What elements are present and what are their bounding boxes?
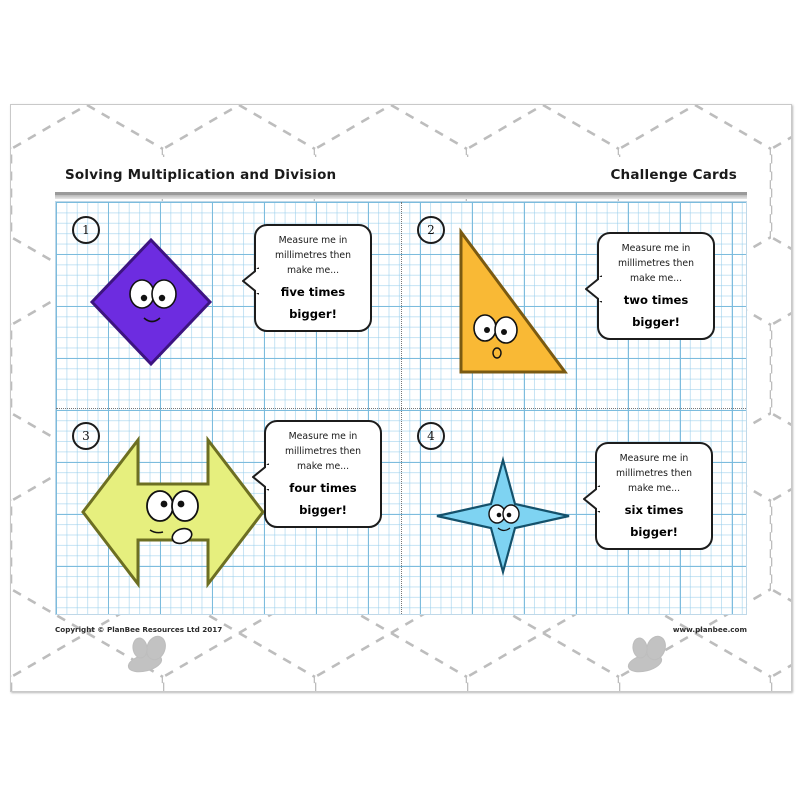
prompt-line-2: millimetres then bbox=[274, 250, 352, 261]
prompt-line-1: Measure me in bbox=[619, 453, 689, 464]
answer-line-2: bigger! bbox=[632, 315, 680, 329]
prompt-line-1: Measure me in bbox=[621, 243, 691, 254]
header-right-label: Challenge Cards bbox=[610, 166, 737, 183]
prompt-line-3: make me... bbox=[296, 461, 350, 472]
card-number: 1 bbox=[72, 216, 100, 244]
challenge-card[interactable]: 3 bbox=[56, 408, 401, 614]
challenge-cards-grid: 1 bbox=[55, 201, 747, 615]
answer-line-2: bigger! bbox=[289, 307, 337, 321]
answer-line-1: five times bbox=[280, 285, 346, 299]
diamond-shape bbox=[86, 232, 216, 372]
bee-icon bbox=[627, 635, 666, 673]
prompt-line-1: Measure me in bbox=[278, 235, 348, 246]
card-number: 3 bbox=[72, 422, 100, 450]
bubble-tail-icon bbox=[585, 275, 602, 303]
copyright-text: Copyright © PlanBee Resources Ltd 2017 bbox=[55, 624, 223, 634]
prompt-line-2: millimetres then bbox=[284, 446, 362, 457]
prompt-line-3: make me... bbox=[629, 273, 683, 284]
speech-bubble: Measure me in millimetres then make me..… bbox=[583, 442, 713, 550]
prompt-line-3: make me... bbox=[627, 483, 681, 494]
prompt-line-3: make me... bbox=[286, 265, 340, 276]
double-arrow-shape bbox=[78, 432, 268, 592]
worksheet-footer: Copyright © PlanBee Resources Ltd 2017 w… bbox=[55, 621, 747, 637]
challenge-card[interactable]: 1 bbox=[56, 202, 401, 408]
card-number: 4 bbox=[417, 422, 445, 450]
worksheet-page: Solving Multiplication and Division Chal… bbox=[10, 104, 792, 692]
speech-bubble: Measure me in millimetres then make me..… bbox=[252, 420, 382, 528]
challenge-card[interactable]: 2 bbox=[401, 202, 746, 408]
right-triangle-shape bbox=[453, 226, 573, 378]
speech-bubble: Measure me in millimetres then make me..… bbox=[242, 224, 372, 332]
answer-line-1: six times bbox=[624, 503, 684, 517]
worksheet-header: Solving Multiplication and Division Chal… bbox=[55, 157, 747, 195]
answer-line-1: four times bbox=[289, 481, 357, 495]
challenge-card[interactable]: 4 bbox=[401, 408, 746, 614]
cut-line-horizontal bbox=[56, 408, 746, 409]
answer-line-2: bigger! bbox=[630, 525, 678, 539]
prompt-line-1: Measure me in bbox=[288, 431, 358, 442]
answer-line-1: two times bbox=[623, 293, 689, 307]
prompt-line-2: millimetres then bbox=[615, 468, 693, 479]
bubble-tail-icon bbox=[252, 463, 269, 491]
prompt-line-2: millimetres then bbox=[617, 258, 695, 269]
bubble-tail-icon bbox=[583, 485, 600, 513]
bubble-tail-icon bbox=[242, 267, 259, 295]
card-number: 2 bbox=[417, 216, 445, 244]
page-title: Solving Multiplication and Division bbox=[65, 166, 337, 183]
answer-line-2: bigger! bbox=[299, 503, 347, 517]
bee-icon bbox=[127, 635, 166, 673]
speech-bubble: Measure me in millimetres then make me..… bbox=[585, 232, 715, 340]
four-point-star-shape bbox=[433, 455, 573, 577]
website-link[interactable]: www.planbee.com bbox=[672, 624, 747, 634]
header-divider bbox=[55, 195, 747, 199]
